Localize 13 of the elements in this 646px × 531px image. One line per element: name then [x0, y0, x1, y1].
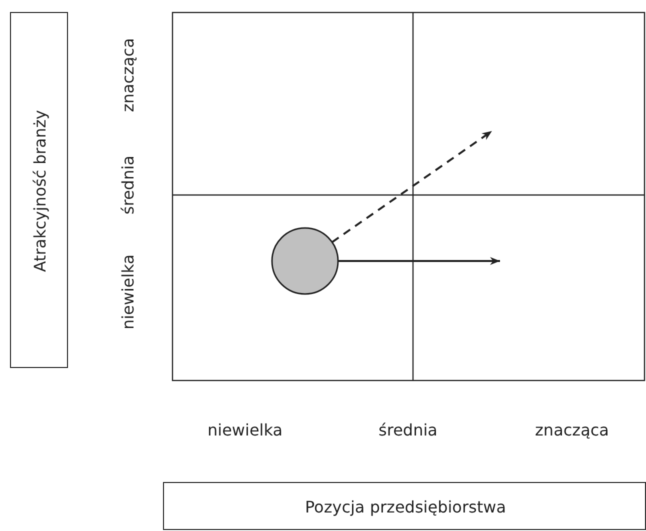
arrow [332, 130, 493, 243]
axis-title: Atrakcyjność branży [30, 110, 50, 272]
arrow [338, 257, 500, 265]
axis-title-box [10, 12, 68, 368]
axis-tick-label: znacząca [118, 38, 138, 112]
axis-title: Pozycja przedsiębiorstwa [304, 498, 506, 516]
position-circle [271, 227, 339, 295]
axis-tick-label: niewielka [207, 420, 283, 440]
axis-tick-label: znacząca [535, 420, 609, 440]
axis-tick-label: niewielka [118, 254, 138, 330]
axis-tick-label: średnia [378, 420, 438, 440]
axis-title-box [163, 482, 646, 530]
axis-tick-label: średnia [118, 156, 138, 214]
